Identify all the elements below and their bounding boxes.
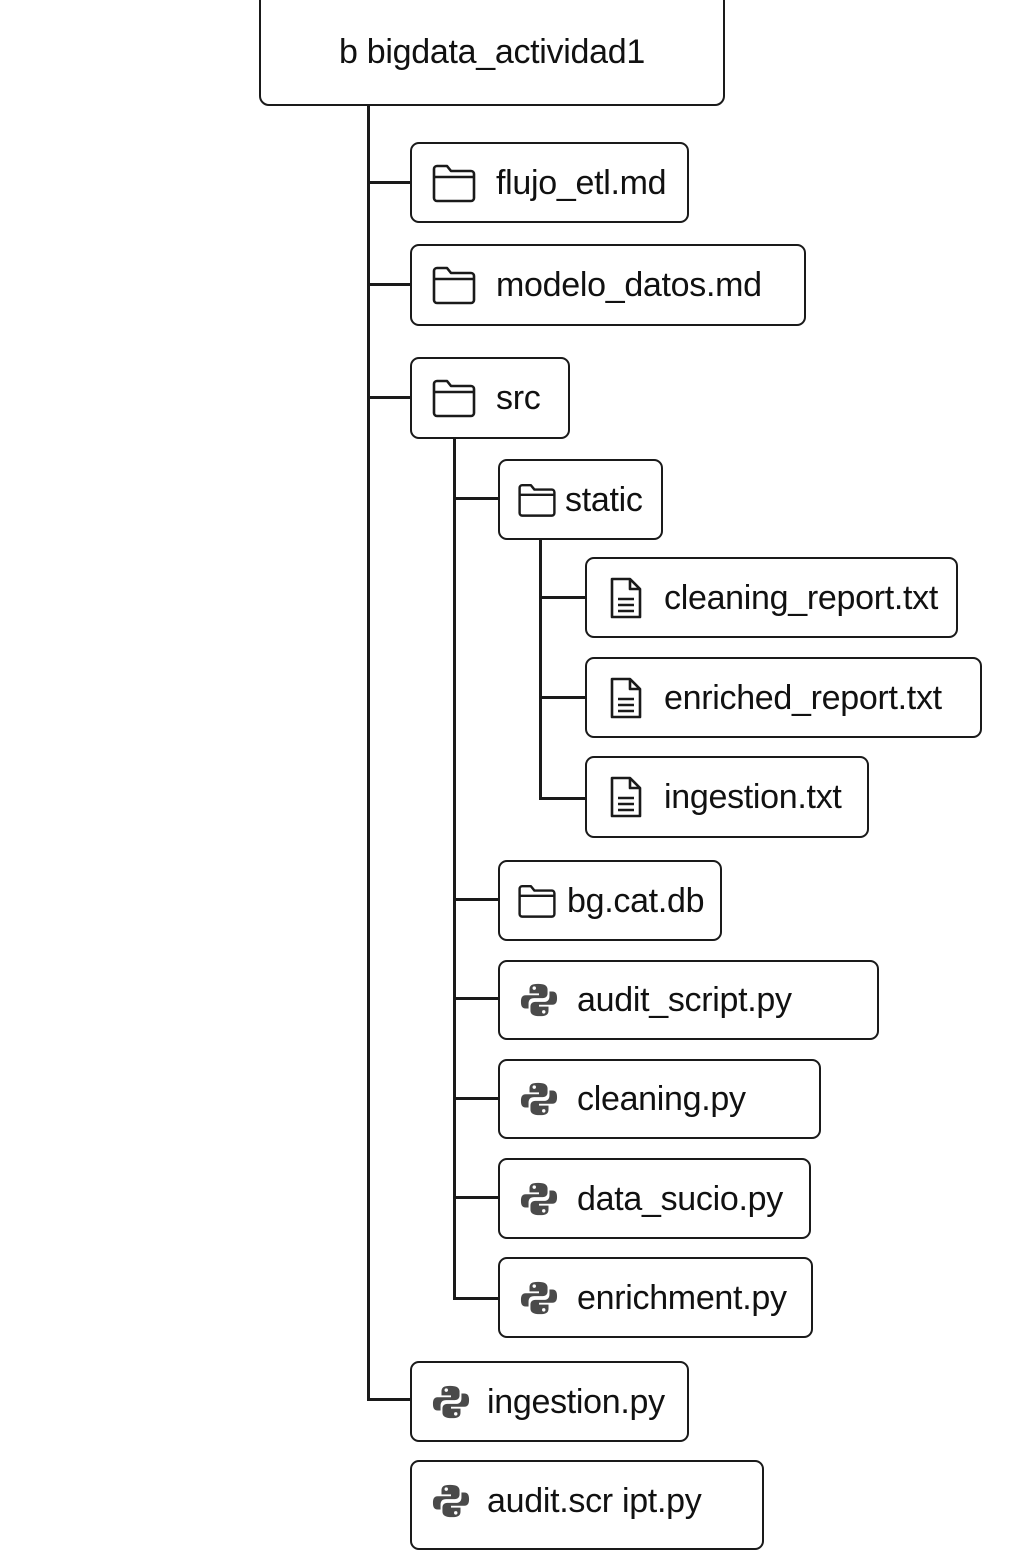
python-icon xyxy=(431,1481,471,1521)
document-icon xyxy=(608,675,644,721)
folder-icon xyxy=(517,480,557,520)
folder-icon xyxy=(431,376,477,420)
tree-item-label: cleaning_report.txt xyxy=(664,578,939,617)
tree-item-ingestion-txt[interactable]: ingestion.txt xyxy=(585,756,869,838)
document-icon xyxy=(608,774,644,820)
folder-icon xyxy=(431,161,477,205)
tree-item-cleaning-py[interactable]: cleaning.py xyxy=(498,1059,821,1139)
python-icon xyxy=(519,1278,559,1318)
tree-item-enriched-report[interactable]: enriched_report.txt xyxy=(585,657,982,738)
connector-trunk-root xyxy=(367,104,370,1400)
connector-branch-modelo xyxy=(367,283,411,286)
connector-branch-flujo xyxy=(367,181,411,184)
connector-branch-cleaning-report xyxy=(539,596,587,599)
tree-item-audit-script[interactable]: audit_script.py xyxy=(498,960,879,1040)
tree-item-label: src xyxy=(496,379,541,417)
tree-item-data-sucio[interactable]: data_sucio.py xyxy=(498,1158,811,1239)
python-icon xyxy=(431,1382,471,1422)
tree-item-label: data_sucio.py xyxy=(577,1179,783,1218)
tree-item-label: enrichment.py xyxy=(577,1278,787,1317)
connector-branch-cleaning-py xyxy=(453,1097,500,1100)
tree-item-label: cleaning.py xyxy=(577,1080,746,1118)
python-icon xyxy=(519,980,559,1020)
connector-branch-bgcatdb xyxy=(453,898,500,901)
tree-item-bg-cat-db[interactable]: bg.cat.db xyxy=(498,860,722,941)
tree-item-label: ingestion.py xyxy=(487,1382,665,1421)
tree-item-flujo-etl[interactable]: flujo_etl.md xyxy=(410,142,689,223)
tree-item-label: audit_script.py xyxy=(577,981,792,1019)
connector-branch-enriched-report xyxy=(539,696,587,699)
connector-trunk-static xyxy=(539,538,542,799)
folder-icon xyxy=(431,263,477,307)
document-icon xyxy=(608,575,644,621)
connector-branch-audit-script xyxy=(453,997,500,1000)
tree-item-src[interactable]: src xyxy=(410,357,570,439)
tree-item-label: ingestion.txt xyxy=(664,778,842,816)
tree-item-label: enriched_report.txt xyxy=(664,678,942,717)
python-icon xyxy=(519,1179,559,1219)
connector-branch-src xyxy=(367,396,411,399)
root-folder-label: b bigdata_actividad1 xyxy=(339,33,645,71)
connector-branch-ingestion-txt xyxy=(539,797,587,800)
tree-item-label: bg.cat.db xyxy=(567,881,705,920)
connector-branch-data-sucio xyxy=(453,1196,500,1199)
tree-item-static[interactable]: static xyxy=(498,459,663,540)
tree-item-ingestion-py[interactable]: ingestion.py xyxy=(410,1361,689,1442)
connector-branch-ingestion-py xyxy=(367,1398,411,1401)
python-icon xyxy=(519,1079,559,1119)
tree-item-cleaning-report[interactable]: cleaning_report.txt xyxy=(585,557,958,638)
tree-item-label: static xyxy=(565,480,643,519)
connector-trunk-src xyxy=(453,437,456,1299)
tree-item-enrichment[interactable]: enrichment.py xyxy=(498,1257,813,1338)
folder-icon xyxy=(517,881,557,921)
tree-item-audit-script-2[interactable]: audit.scr ipt.py xyxy=(410,1460,764,1550)
tree-item-label: modelo_datos.md xyxy=(496,266,762,304)
tree-item-label: audit.scr ipt.py xyxy=(487,1482,702,1520)
tree-item-modelo-datos[interactable]: modelo_datos.md xyxy=(410,244,806,326)
connector-branch-enrichment xyxy=(453,1297,500,1300)
root-folder-node[interactable]: b bigdata_actividad1 xyxy=(259,0,725,106)
connector-branch-static xyxy=(453,497,500,500)
tree-item-label: flujo_etl.md xyxy=(496,163,667,202)
